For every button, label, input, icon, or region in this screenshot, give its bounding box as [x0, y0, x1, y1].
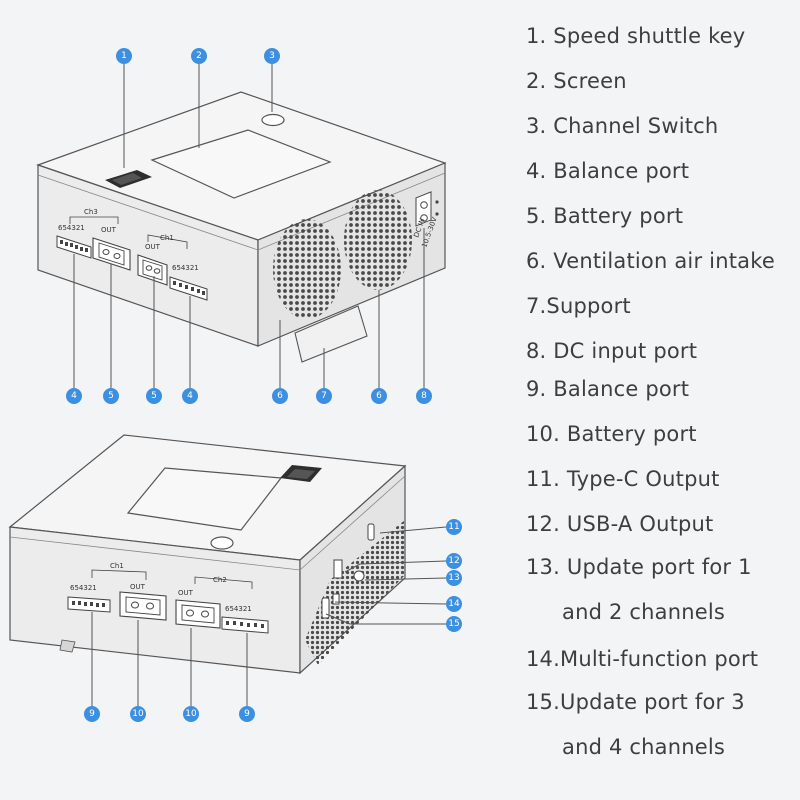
callout-11: 11	[448, 522, 459, 532]
ch1-out-label-top: OUT	[145, 243, 161, 251]
ch2-label: Ch2	[213, 576, 227, 584]
legend-item-15: 15.Update port for 3 and 4 channels	[526, 680, 745, 770]
ch2-pins: 654321	[225, 605, 252, 613]
device-1-callouts-bottom: 4 5 5 4 6 7 6 8	[66, 388, 432, 404]
callout-6a: 6	[277, 391, 283, 401]
callout-1: 1	[121, 51, 127, 61]
charger-illustration: Ch3 654321 OUT Ch1 OUT 654321	[0, 0, 520, 800]
callout-8: 8	[421, 391, 427, 401]
device-1-channel-switch	[262, 115, 284, 126]
callout-4a: 4	[71, 391, 77, 401]
callout-9a: 9	[89, 709, 95, 719]
legend-item-1: 1. Speed shuttle key	[526, 24, 745, 48]
ch1-label-bottom: Ch1	[110, 562, 124, 570]
callout-10a: 10	[132, 709, 144, 719]
callout-5b: 5	[151, 391, 157, 401]
callout-3: 3	[269, 51, 275, 61]
legend-item-4: 4. Balance port	[526, 159, 689, 183]
ch3-label: Ch3	[84, 208, 98, 216]
legend-item-10: 10. Battery port	[526, 422, 697, 446]
callout-15: 15	[448, 619, 459, 629]
legend-item-3: 3. Channel Switch	[526, 114, 718, 138]
callout-6b: 6	[376, 391, 382, 401]
legend-item-6: 6. Ventilation air intake	[526, 249, 775, 273]
device-1-callouts-top: 1 2 3	[116, 48, 280, 64]
legend-item-12: 12. USB-A Output	[526, 512, 713, 536]
callout-14: 14	[448, 599, 460, 609]
legend-item-2: 2. Screen	[526, 69, 627, 93]
ch1-label-top: Ch1	[160, 234, 174, 242]
device-1-vent-left	[273, 219, 341, 319]
legend-item-5: 5. Battery port	[526, 204, 683, 228]
device-2-callouts-right: 11 12 13 14 15	[446, 519, 462, 632]
device-1: Ch3 654321 OUT Ch1 OUT 654321	[38, 48, 445, 404]
callout-12: 12	[448, 556, 459, 566]
device-2-channel-switch	[211, 537, 233, 549]
legend-item-9: 9. Balance port	[526, 377, 689, 401]
legend-item-13: 13. Update port for 1 and 2 channels	[526, 545, 752, 635]
callout-9b: 9	[244, 709, 250, 719]
device-2: Ch1 654321 OUT Ch2 OUT 654321	[10, 435, 462, 722]
callout-10b: 10	[185, 709, 197, 719]
legend-item-8: 8. DC input port	[526, 339, 697, 363]
device-1-vent-right	[344, 190, 412, 290]
ch3-out-label: OUT	[101, 226, 117, 234]
ch3-pins: 654321	[58, 224, 85, 232]
callout-4b: 4	[187, 391, 193, 401]
legend-item-14: 14.Multi-function port	[526, 647, 758, 671]
callout-7: 7	[321, 391, 327, 401]
callout-5a: 5	[108, 391, 114, 401]
legend-item-7: 7.Support	[526, 294, 631, 318]
ch1-pins-bottom: 654321	[70, 584, 97, 592]
device-2-callouts-bottom: 9 10 10 9	[84, 706, 255, 722]
callout-13: 13	[448, 573, 459, 583]
ch1-out-label-bottom: OUT	[130, 583, 146, 591]
ch1-pins-top: 654321	[172, 264, 199, 272]
legend-item-11: 11. Type-C Output	[526, 467, 720, 491]
callout-2: 2	[196, 51, 202, 61]
ch2-out-label: OUT	[178, 589, 194, 597]
